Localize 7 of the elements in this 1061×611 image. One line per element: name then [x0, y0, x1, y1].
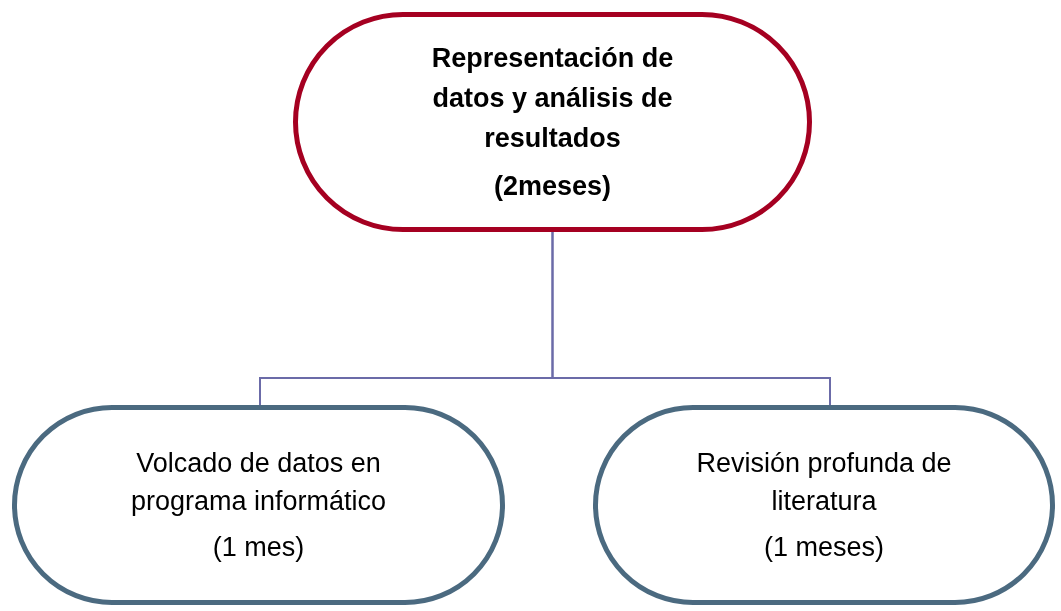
connector-line — [551, 231, 831, 406]
node-title: Representación de datos y análisis de resultados — [430, 42, 675, 155]
node-title: Volcado de datos en programa informático — [129, 447, 388, 518]
node-duration: (2meses) — [493, 170, 612, 203]
node-duration: (1 meses) — [764, 531, 884, 564]
node-duration: (1 mes) — [212, 531, 305, 564]
node-title: Revisión profunda de literatura — [695, 447, 953, 518]
